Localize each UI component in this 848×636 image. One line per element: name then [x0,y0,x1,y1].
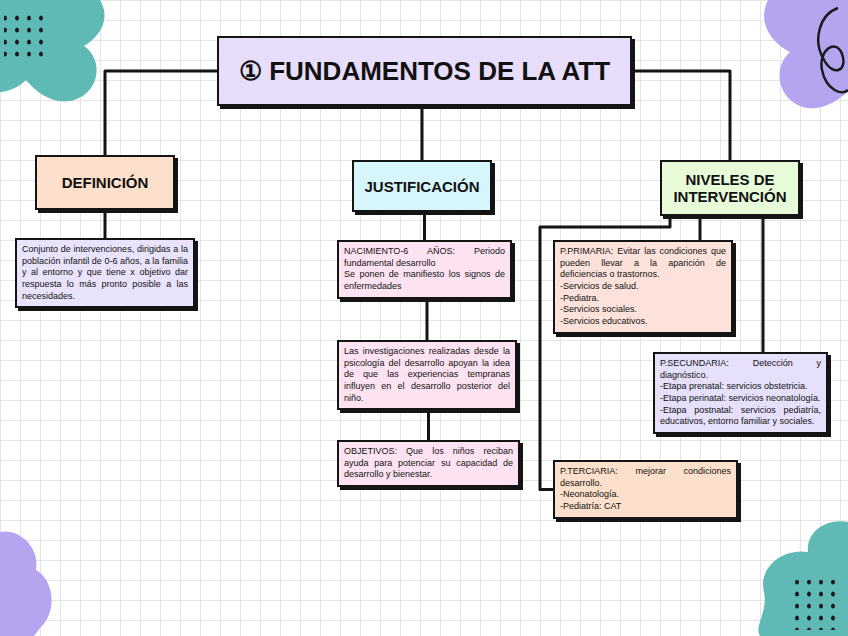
note-box: NACIMIENTO-6 AÑOS: Periodo fundamental d… [337,240,512,299]
note-box: OBJETIVOS: Que los niños reciban ayuda p… [337,440,520,487]
body-text: Se ponen de manifiesto los signos de enf… [344,269,505,292]
connector-line [426,299,429,340]
definition-box: Conjunto de intervenciones, dirigidas a … [15,238,195,308]
body-text: P.PRIMARIA: Evitar las condiciones que p… [560,246,726,281]
teal-blob [758,521,848,636]
title-box: ① FUNDAMENTOS DE LA ATT [217,36,632,106]
body-text: -Etapa postnatal: servicios pediatría, e… [660,405,821,428]
heading-box: NIVELES DE INTERVENCIÓN [660,160,800,216]
connector-line [427,410,430,440]
teal-blob [0,0,105,101]
heading-text: NIVELES DE INTERVENCIÓN [668,171,792,205]
body-text: OBJETIVOS: Que los niños reciban ayuda p… [344,446,513,481]
level-box: P.TERCIARIA: mejorar condiciones desarro… [553,460,738,519]
body-text: -Neonatología. [560,489,731,501]
note-box: Las investigaciones realizadas desde la … [337,340,517,410]
purple-blob [0,531,52,636]
connector-line [104,210,107,238]
connector-line [421,106,424,160]
swirl [818,8,848,92]
connector-line [699,216,702,240]
level-box: P.SECUNDARIA: Detección y diagnóstico.-E… [653,352,828,434]
connector-line [423,212,426,240]
dot-texture [790,580,840,630]
body-text: P.SECUNDARIA: Detección y diagnóstico. [660,358,821,381]
body-text: -Pediatra. [560,293,726,305]
heading-text: ① FUNDAMENTOS DE LA ATT [225,56,624,87]
connector-line [762,216,765,352]
heading-box: DEFINICIÓN [35,155,175,210]
level-box: P.PRIMARIA: Evitar las condiciones que p… [553,240,733,334]
body-text: -Servicios sociales. [560,304,726,316]
body-text: -Etapa prenatal: servicios obstetricia. [660,381,821,393]
body-text: -Servicios educativos. [560,316,726,328]
body-text: -Servicios de salud. [560,281,726,293]
body-text: -Pediatría: CAT [560,501,731,513]
connector-line [632,71,730,160]
body-text: P.TERCIARIA: mejorar condiciones desarro… [560,466,731,489]
body-text: Conjunto de intervenciones, dirigidas a … [22,244,188,302]
body-text: Las investigaciones realizadas desde la … [344,346,510,404]
body-text: NACIMIENTO-6 AÑOS: Periodo fundamental d… [344,246,505,269]
connector-line [105,71,217,155]
heading-text: DEFINICIÓN [43,174,167,191]
purple-blob [764,0,848,108]
heading-text: JUSTIFICACIÓN [360,178,484,195]
heading-box: JUSTIFICACIÓN [352,160,492,212]
body-text: -Etapa perinatal: servicios neonatología… [660,393,821,405]
dot-texture [4,14,44,58]
